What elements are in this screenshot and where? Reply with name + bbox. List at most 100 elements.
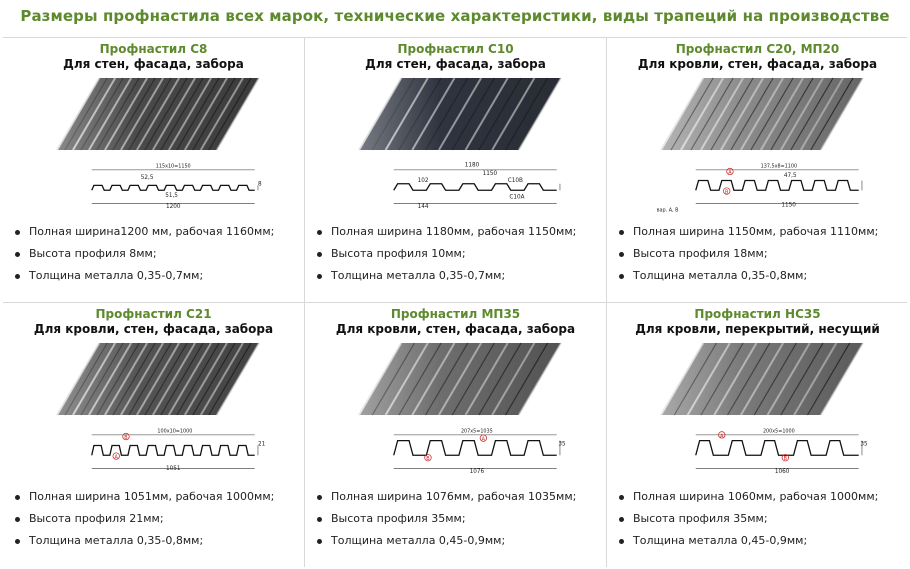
marker-circle [122, 432, 130, 441]
spec-item: Полная ширина 1051мм, рабочая 1000мм; [15, 489, 304, 511]
marker-circle [726, 167, 734, 176]
spec-item: Полная ширина 1076мм, рабочая 1035мм; [317, 489, 606, 511]
sheet-rib [56, 342, 101, 416]
drawing-label: 35 [860, 441, 868, 447]
spec-item: Высота профиля 18мм; [619, 246, 908, 268]
drawing-label: 1150 [781, 203, 796, 209]
drawing-label: 8 [258, 181, 262, 187]
marker-circle [424, 454, 432, 462]
product-title: Профнастил НС35 [694, 307, 821, 321]
drawing-label: 51,5 [165, 193, 178, 199]
spec-item: Толщина металла 0,35-0,8мм; [15, 533, 304, 555]
sheet-shade [57, 78, 259, 150]
drawing-label: C10A [509, 194, 524, 200]
spec-item: Высота профиля 8мм; [15, 246, 304, 268]
spec-item: Толщина металла 0,35-0,8мм; [619, 268, 908, 290]
marker-circle [112, 452, 120, 460]
profile-outline [393, 183, 557, 191]
product-title: Профнастил С21 [95, 307, 212, 321]
drawing-label: 200x5=1000 [763, 428, 795, 434]
product-subtitle: Для стен, фасада, забора [63, 57, 244, 71]
sheet-shade [57, 343, 259, 415]
product-title: Профнастил С8 [99, 42, 208, 56]
spec-list: Полная ширина 1076мм, рабочая 1035мм;Выс… [317, 489, 606, 555]
drawing-label: B [426, 456, 429, 462]
spec-item: Полная ширина 1180мм, рабочая 1150мм; [317, 224, 606, 246]
drawing-label: 35 [558, 441, 566, 447]
sheet-image [56, 77, 260, 151]
profile-drawing: 100x10=1000 1051 21A B [91, 428, 266, 472]
drawing-label: 100x10=1000 [157, 428, 192, 434]
page-header: Размеры профнастила всех марок, техничес… [0, 0, 910, 32]
drawing-label: 207x5=1035 [461, 428, 493, 434]
product-title: Профнастил С10 [397, 42, 514, 56]
drawing-label: B [725, 190, 728, 196]
drawing-label: 21 [258, 441, 266, 447]
sheet-rib [517, 342, 562, 416]
drawing-label: B [124, 435, 127, 441]
spec-item: Высота профиля 35мм; [317, 511, 606, 533]
drawing-label: вар. А, В [657, 207, 679, 213]
sheet-shade [661, 343, 863, 415]
product-title: Профнастил МП35 [390, 307, 521, 321]
product-subtitle: Для кровли, перекрытий, несущий [635, 322, 880, 336]
spec-item: Полная ширина 1150мм, рабочая 1110мм; [619, 224, 908, 246]
spec-item: Полная ширина 1060мм, рабочая 1000мм; [619, 489, 908, 511]
profile-outline [695, 179, 859, 191]
spec-list: Полная ширина 1150мм, рабочая 1110мм;Выс… [619, 224, 908, 290]
drawing-label: 1060 [775, 469, 790, 475]
sheet-shade [359, 343, 561, 415]
page-title: Размеры профнастила всех марок, техничес… [20, 7, 890, 25]
spec-list: Полная ширина 1180мм, рабочая 1150мм;Выс… [317, 224, 606, 290]
drawing-label: 1150 [483, 171, 498, 177]
profile-outline [91, 184, 255, 191]
drawing-label: 102 [418, 178, 429, 184]
drawing-label: 1051 [166, 466, 181, 472]
sheet-rib [819, 342, 864, 416]
drawing-label: 47,5 [784, 173, 797, 179]
profile-drawing: 207x5=1035 1076 35 A B [393, 428, 566, 475]
spec-item: Высота профиля 35мм; [619, 511, 908, 533]
drawing-label: 1076 [470, 469, 485, 475]
spec-item: Высота профиля 21мм; [15, 511, 304, 533]
product-subtitle: Для кровли, стен, фасада, забора [33, 322, 274, 336]
sheet-rib [56, 77, 101, 151]
drawing-label: A [482, 437, 486, 443]
marker-circle [718, 431, 726, 439]
spec-item: Полная ширина1200 мм, рабочая 1160мм; [15, 224, 304, 246]
drawing-label: 115x10=1150 [156, 163, 191, 169]
sheet-rib [517, 77, 562, 151]
product-subtitle: Для стен, фасада, забора [365, 57, 546, 71]
sheet-image [660, 342, 864, 416]
drawing-label: C10B [508, 178, 523, 184]
drawing-label: 1200 [166, 204, 181, 210]
sheet-image [358, 77, 562, 151]
marker-circle [781, 454, 789, 462]
spec-item: Толщина металла 0,35-0,7мм; [317, 268, 606, 290]
profile-outline [695, 439, 859, 456]
drawing-label: 137,5x8=1100 [761, 163, 797, 169]
sheet-image [56, 342, 260, 416]
product-title: Профнастил С20, МП20 [675, 42, 840, 56]
sheet-image [358, 342, 562, 416]
drawing-label: A [115, 455, 119, 461]
profile-outline [393, 439, 557, 456]
spec-item: Толщина металла 0,35-0,7мм; [15, 268, 304, 290]
spec-item: Высота профиля 10мм; [317, 246, 606, 268]
sheet-rib [819, 77, 864, 151]
drawing-label: A [720, 433, 724, 439]
marker-circle [723, 187, 731, 195]
drawing-label: 52,5 [141, 175, 154, 181]
product-subtitle: Для кровли, стен, фасада, забора [637, 57, 878, 71]
spec-list: Полная ширина1200 мм, рабочая 1160мм;Выс… [15, 224, 304, 290]
